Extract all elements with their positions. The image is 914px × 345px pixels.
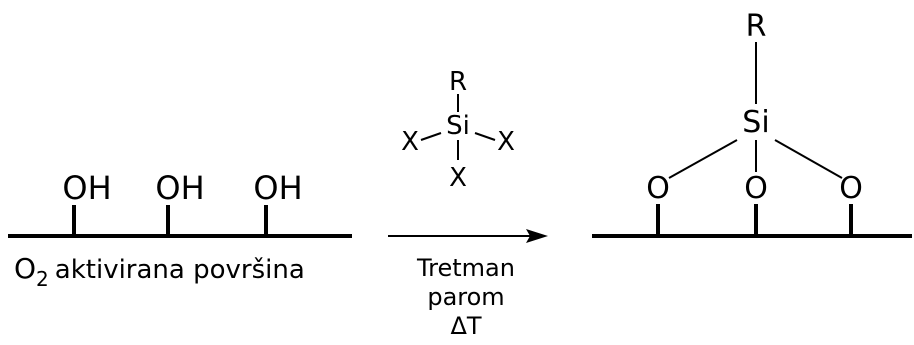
surface-label-subscript: 2 <box>36 267 49 291</box>
product-oxygen-label-1: O <box>646 171 670 206</box>
product-bond-si-o-left <box>668 139 738 179</box>
hydroxyl-label-1: OH <box>62 169 111 207</box>
reagent-x-bottom-label: X <box>449 163 467 193</box>
reaction-conditions: Tretman parom ΔT <box>416 254 515 340</box>
surface-label-o: O <box>14 252 36 285</box>
reagent-x-left-label: X <box>401 127 419 157</box>
product-oxygen-label-3: O <box>839 171 863 206</box>
reaction-arrow <box>388 229 548 243</box>
surface-label-text: aktivirana površina <box>55 255 305 285</box>
condition-line-3: ΔT <box>450 312 481 340</box>
hydroxyl-label-3: OH <box>253 169 302 207</box>
product-r-label: R <box>746 9 767 44</box>
silane-reagent: R Si X X X <box>401 67 515 193</box>
product-bond-si-o-right <box>774 139 843 179</box>
product-si-label: Si <box>742 105 769 140</box>
product-surface: R Si O O O <box>592 9 912 238</box>
product-oxygen-label-2: O <box>744 171 768 206</box>
condition-line-1: Tretman <box>416 254 515 282</box>
reagent-x-right-label: X <box>497 127 515 157</box>
hydroxyl-label-2: OH <box>155 169 204 207</box>
reagent-bond-left <box>420 132 442 141</box>
reagent-si-label: Si <box>446 111 470 141</box>
reaction-arrow-head <box>526 229 548 243</box>
reagent-r-label: R <box>449 67 467 97</box>
condition-line-2: parom <box>427 283 504 311</box>
reagent-bond-right <box>474 132 496 141</box>
